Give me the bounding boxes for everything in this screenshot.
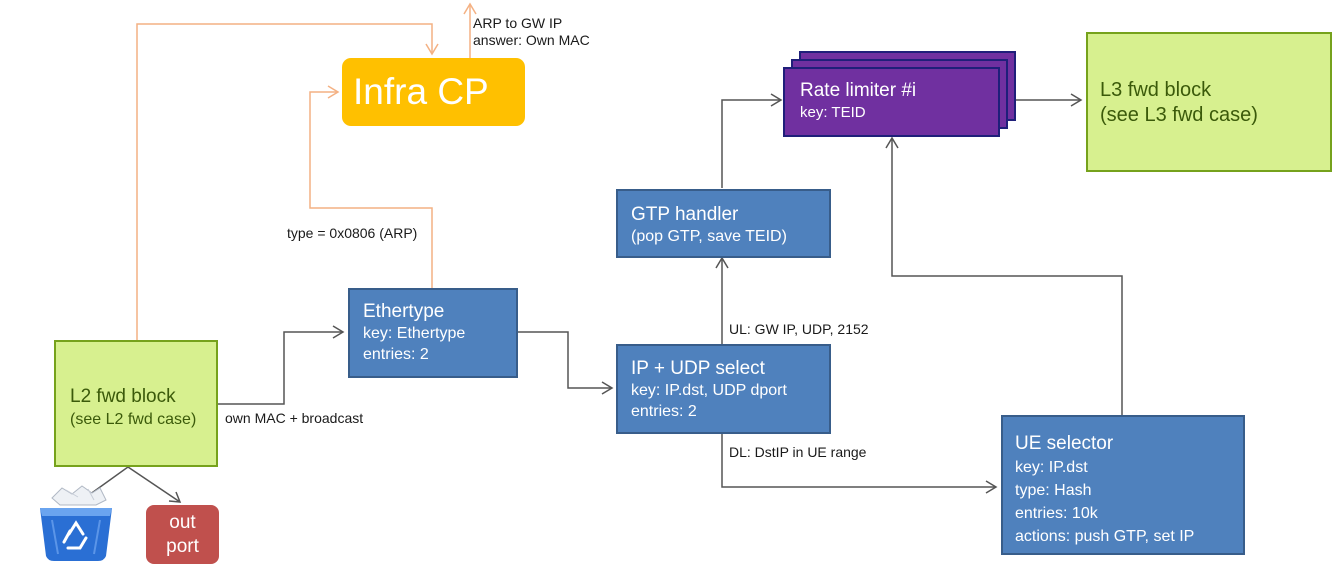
arp-reply-arrowhead (463, 2, 477, 15)
l2-to-ethertype-connector (218, 331, 343, 405)
ipudp-to-gtp-arrowhead (715, 256, 729, 269)
recycle-bin-icon (40, 485, 112, 561)
gtp-handler-box: GTP handler (pop GTP, save TEID) (616, 189, 831, 258)
ethertype-title: Ethertype (363, 301, 445, 322)
ethertype-key: key: Ethertype (363, 325, 466, 342)
ratelimiter-to-l3-arrowhead (1070, 93, 1083, 107)
gtp-to-ratelimiter-arrowhead (770, 93, 783, 107)
ue-selector-type: type: Hash (1015, 482, 1092, 499)
ue-selector-entries: entries: 10k (1015, 505, 1098, 522)
ue-selector-title: UE selector (1015, 433, 1114, 454)
ethertype-to-ipudp-connector (517, 331, 612, 389)
ue-selector-box: UE selector key: IP.dst type: Hash entri… (1001, 415, 1245, 555)
ueselector-to-ratelimiter-arrowhead (885, 136, 899, 149)
out-port-box: out port (146, 505, 219, 564)
ethertype-entries: entries: 2 (363, 346, 429, 363)
l3-fwd-title: L3 fwd block (1100, 79, 1212, 101)
ethertype-to-infra-arrowhead (327, 85, 340, 99)
l3-fwd-block: L3 fwd block (see L3 fwd case) (1086, 32, 1332, 172)
l2-fwd-subtitle: (see L2 fwd case) (70, 411, 197, 428)
rate-limiter-title: Rate limiter #i (800, 80, 917, 101)
arp-note: ARP to GW IP answer: Own MAC (473, 15, 590, 49)
edge-label-arp-type: type = 0x0806 (ARP) (287, 225, 418, 241)
l3-fwd-subtitle: (see L3 fwd case) (1100, 104, 1258, 126)
ip-udp-select-title: IP + UDP select (631, 358, 765, 379)
infra-cp-title: Infra CP (353, 71, 489, 112)
ueselector-to-ratelimiter-connector (891, 138, 1123, 415)
arp-note-line1: ARP to GW IP (473, 15, 563, 31)
ethertype-to-ipudp-arrowhead (601, 381, 614, 395)
rate-limiter-key: key: TEID (800, 104, 866, 121)
ip-udp-select-key: key: IP.dst, UDP dport (631, 382, 787, 399)
rate-limiter-box: Rate limiter #i key: TEID (783, 67, 1000, 137)
arp-note-line2: answer: Own MAC (473, 32, 590, 48)
l2-to-ethertype-arrowhead (332, 325, 345, 339)
ip-udp-select-entries: entries: 2 (631, 403, 697, 420)
ipudp-to-ueselector-connector (721, 434, 996, 488)
l2-to-infra-arrowhead (425, 43, 439, 56)
l2-to-outport-arrowhead (168, 491, 182, 503)
gtp-to-ratelimiter-connector (721, 99, 781, 188)
infra-cp-box: Infra CP (342, 58, 525, 126)
edge-label-dl: DL: DstIP in UE range (729, 444, 867, 460)
ethertype-box: Ethertype key: Ethertype entries: 2 (348, 288, 518, 378)
ue-selector-key: key: IP.dst (1015, 459, 1088, 476)
l2-to-infra-connector (136, 23, 433, 340)
l2-fwd-block: L2 fwd block (see L2 fwd case) (54, 340, 218, 467)
edge-label-ul: UL: GW IP, UDP, 2152 (729, 321, 869, 337)
ip-udp-select-box: IP + UDP select key: IP.dst, UDP dport e… (616, 344, 831, 434)
ipudp-to-ueselector-arrowhead (985, 480, 998, 494)
gtp-handler-title: GTP handler (631, 204, 739, 225)
gtp-handler-desc: (pop GTP, save TEID) (631, 228, 787, 245)
out-port-line1: out (169, 512, 196, 533)
l2-to-outport-connector (127, 466, 181, 503)
out-port-line2: port (166, 536, 199, 557)
edge-label-own-mac: own MAC + broadcast (225, 410, 364, 426)
l2-fwd-title: L2 fwd block (70, 386, 176, 407)
ethertype-to-infra-connector (309, 91, 433, 288)
ue-selector-actions: actions: push GTP, set IP (1015, 528, 1195, 545)
